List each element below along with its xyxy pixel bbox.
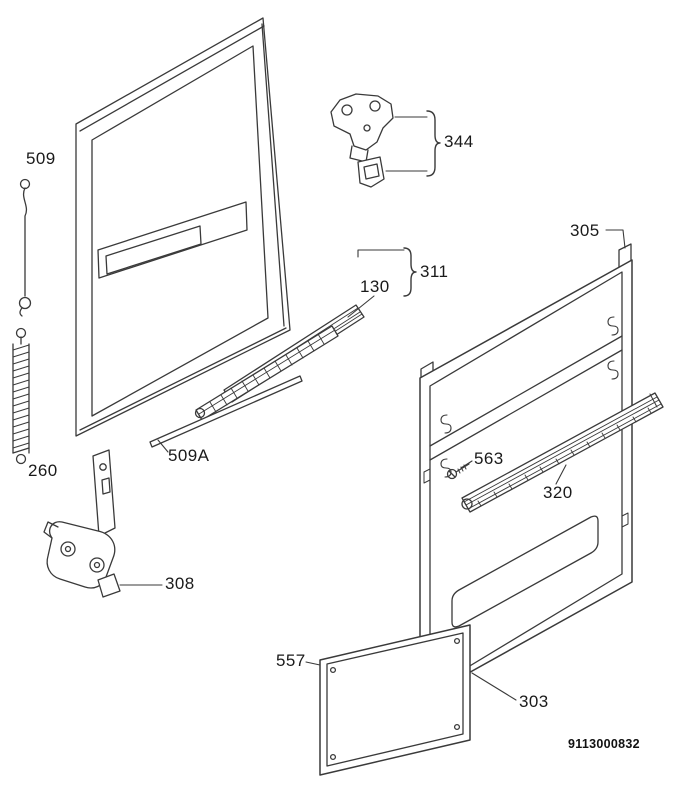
part-label-service-panel: 557 xyxy=(276,651,306,670)
tension-rod-drawing xyxy=(18,178,32,317)
leader-lines xyxy=(471,229,626,701)
screw-drawing xyxy=(446,460,473,480)
part-label-trim-strip: 320 xyxy=(543,483,573,502)
part-label-bottom-strip: 509A xyxy=(168,446,210,465)
part-label-hinge: 308 xyxy=(165,574,195,593)
door-lock-drawing xyxy=(330,93,441,188)
document-number: 9113000832 xyxy=(568,737,640,751)
part-label-screw: 563 xyxy=(474,449,504,468)
part-label-seal-strip: 130 xyxy=(360,277,390,296)
part-label-door-lock: 344 xyxy=(444,132,474,151)
spring-drawing xyxy=(12,327,30,465)
part-label-base-trim: 303 xyxy=(519,692,549,711)
service-panel-drawing xyxy=(305,624,471,776)
part-label-outer-door: 305 xyxy=(570,221,600,240)
seal-strips-drawing xyxy=(149,247,417,453)
inner-door-panel-drawing xyxy=(75,17,291,437)
part-label-strip-group: 311 xyxy=(420,262,449,281)
part-label-spring: 260 xyxy=(28,461,58,480)
hinge-drawing xyxy=(43,449,163,598)
part-label-tension-rod: 509 xyxy=(26,149,56,168)
trim-strip-drawing xyxy=(461,392,664,513)
